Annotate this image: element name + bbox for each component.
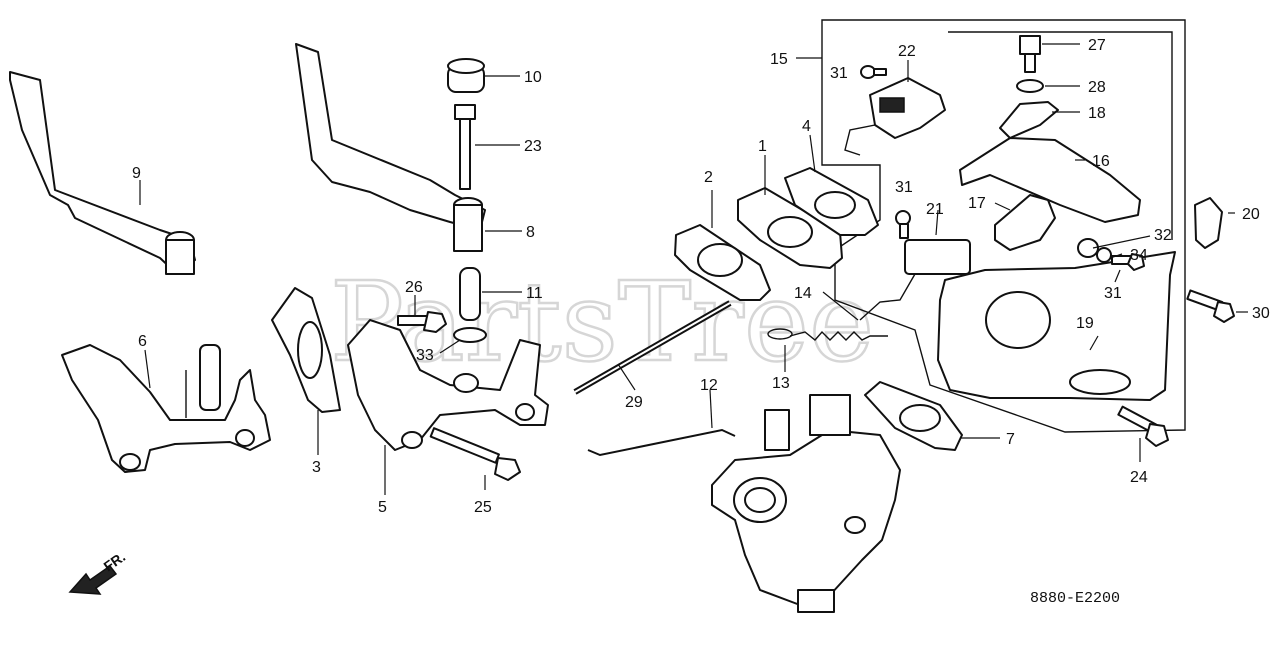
callout-19: 19 [1076, 315, 1094, 332]
part-18-plate [999, 101, 1059, 139]
callout-32: 31 [1104, 285, 1122, 302]
part-34-washer [453, 327, 487, 343]
part-25-bolt [429, 427, 521, 481]
callout-35: 34 [1130, 247, 1148, 264]
callout-13: 13 [772, 375, 790, 392]
callout-4: 4 [802, 118, 811, 135]
leader-lines [139, 43, 1248, 495]
callout-1: 1 [758, 138, 767, 155]
callout-21: 21 [926, 201, 944, 218]
callout-6: 6 [138, 333, 147, 350]
part-30-bolt [1186, 289, 1235, 323]
front-direction-arrow [68, 564, 118, 595]
part-21-switch [859, 239, 971, 321]
part-22-solenoid [844, 77, 946, 156]
part-31-screw-top [860, 65, 887, 79]
group-box-inner [948, 31, 1173, 240]
part-20-clip [1194, 197, 1223, 249]
part-2-gasket [674, 224, 771, 301]
part-4-gasket [784, 167, 879, 236]
part-24-bolt [1117, 405, 1169, 447]
callout-28: 28 [1088, 79, 1106, 96]
diagram-code: 8880-E2200 [1030, 590, 1120, 607]
part-8-lever [295, 43, 486, 252]
part-13-spring [767, 328, 888, 341]
part-12-link [587, 428, 736, 457]
part-17-plate [994, 194, 1056, 251]
callout-31-top: 31 [830, 65, 848, 82]
callout-12: 12 [700, 377, 718, 394]
part-6-insulator [61, 344, 271, 473]
part-1-spacer [737, 187, 843, 269]
callout-11: 11 [526, 285, 543, 302]
callout-15: 15 [770, 51, 788, 68]
part-5-elbow [347, 319, 549, 451]
part-33-washer [1077, 238, 1099, 258]
callout-20: 20 [1242, 206, 1260, 223]
part-16-bracket [959, 137, 1141, 223]
callout-23: 23 [524, 138, 542, 155]
part-19-bracket [937, 251, 1176, 401]
part-11-sleeve [459, 267, 481, 321]
callout-26: 26 [405, 279, 423, 296]
callout-18: 18 [1088, 105, 1106, 122]
callout-2: 2 [704, 169, 713, 186]
callout-30: 30 [1252, 305, 1270, 322]
callout-24: 24 [1130, 469, 1148, 486]
callout-25: 25 [474, 499, 492, 516]
callout-7: 7 [1006, 431, 1015, 448]
part-29-rod [573, 300, 732, 395]
part-7-gasket [864, 381, 963, 451]
carburetor [711, 394, 901, 613]
callout-3: 3 [312, 459, 321, 476]
callout-17: 17 [968, 195, 986, 212]
part-32-bolt [1111, 253, 1145, 271]
part-26-bolt [397, 311, 447, 333]
part-27-bolt [1019, 35, 1041, 73]
part-9-lever [9, 71, 196, 275]
part-10-cap [447, 58, 485, 93]
callout-27: 27 [1088, 37, 1106, 54]
callout-5: 5 [378, 499, 387, 516]
callout-10: 10 [524, 69, 542, 86]
part-28-washer [1016, 79, 1044, 93]
part-31-screw-mid [895, 210, 911, 239]
part-3-gasket [271, 287, 341, 413]
part-35-washer [1096, 247, 1112, 263]
callout-31-mid: 31 [895, 179, 913, 196]
callout-8: 8 [526, 224, 535, 241]
callout-34: 33 [416, 347, 434, 364]
callout-29: 29 [625, 394, 643, 411]
group-box-outer [821, 19, 1186, 433]
callout-22: 22 [898, 43, 916, 60]
callout-33: 32 [1154, 227, 1172, 244]
callout-14: 14 [794, 285, 812, 302]
callout-16: 16 [1092, 153, 1110, 170]
callout-9: 9 [132, 165, 141, 182]
part-23-bolt [454, 104, 476, 190]
